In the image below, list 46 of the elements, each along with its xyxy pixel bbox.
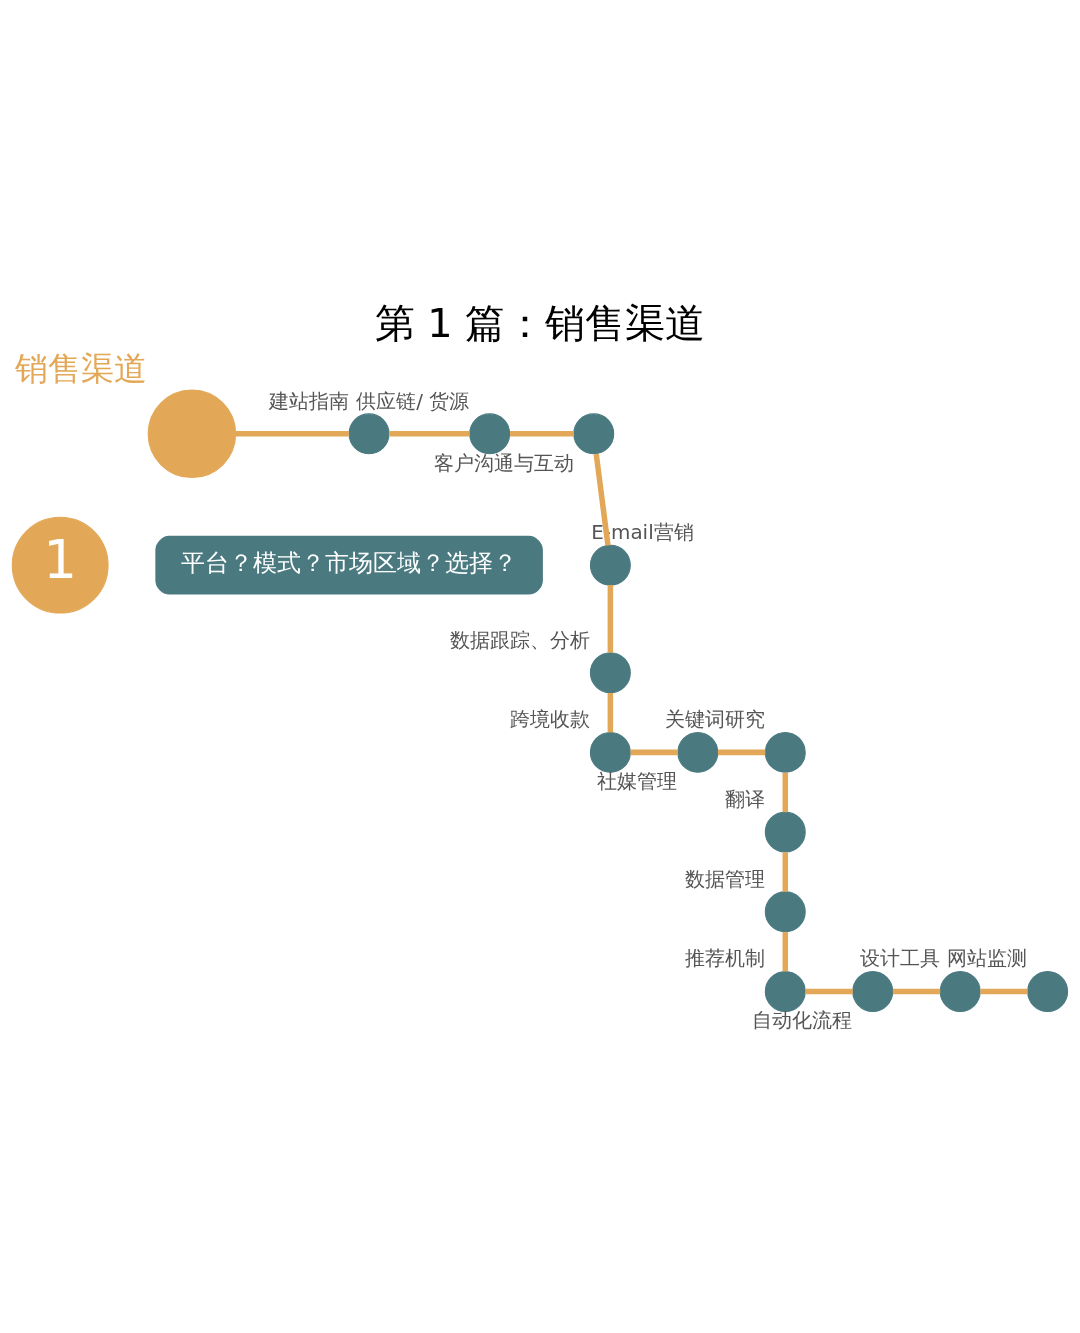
connector [593, 453, 611, 546]
node-circle [764, 731, 806, 773]
node-box: 平台？模式？市场区域？选择？ [155, 535, 543, 594]
node-circle [852, 970, 894, 1012]
connector [630, 749, 678, 755]
node-label: 数据跟踪、分析 [450, 628, 591, 652]
connector [782, 931, 789, 971]
node-circle [677, 731, 719, 773]
connector [782, 772, 789, 812]
connector [782, 851, 789, 892]
connector [510, 430, 574, 437]
node-circle [939, 970, 981, 1012]
connector [892, 988, 941, 994]
node-circle [764, 811, 806, 853]
node-label: 设计工具 [859, 946, 940, 970]
node-label: 跨境收款 [510, 707, 591, 731]
node-circle [589, 544, 631, 586]
node-label: 网站监测 [947, 946, 1028, 970]
connector [235, 430, 349, 437]
node-label: 数据管理 [684, 867, 765, 891]
connector [718, 749, 766, 755]
node-circle [589, 651, 631, 693]
node-circle [147, 389, 237, 478]
node-label: 销售渠道 [15, 348, 148, 388]
node-label: 客户沟通与互动 [433, 451, 574, 475]
node-circle [348, 412, 390, 454]
node-label: 建站指南 [268, 389, 349, 413]
node-circle [764, 890, 806, 932]
node-circle [764, 970, 806, 1012]
connector [607, 692, 614, 732]
connector [389, 430, 470, 437]
node-circle [589, 731, 631, 773]
node-label: 自动化流程 [752, 1008, 853, 1032]
node-label: 翻译 [724, 787, 765, 811]
node-circle [469, 412, 511, 454]
node-label: 供应链/ 货源 [356, 389, 470, 413]
node-label: 社媒管理 [597, 769, 678, 793]
connector [980, 988, 1028, 994]
node-circle [573, 412, 615, 454]
node-circle: 1 [11, 516, 109, 614]
node-circle [1027, 970, 1069, 1012]
diagram-title: 第 1 篇：销售渠道 [374, 299, 706, 346]
node-label: 推荐机制 [684, 946, 765, 970]
node-label: 关键词研究 [664, 707, 765, 731]
connector [607, 584, 614, 653]
connector [805, 988, 853, 994]
